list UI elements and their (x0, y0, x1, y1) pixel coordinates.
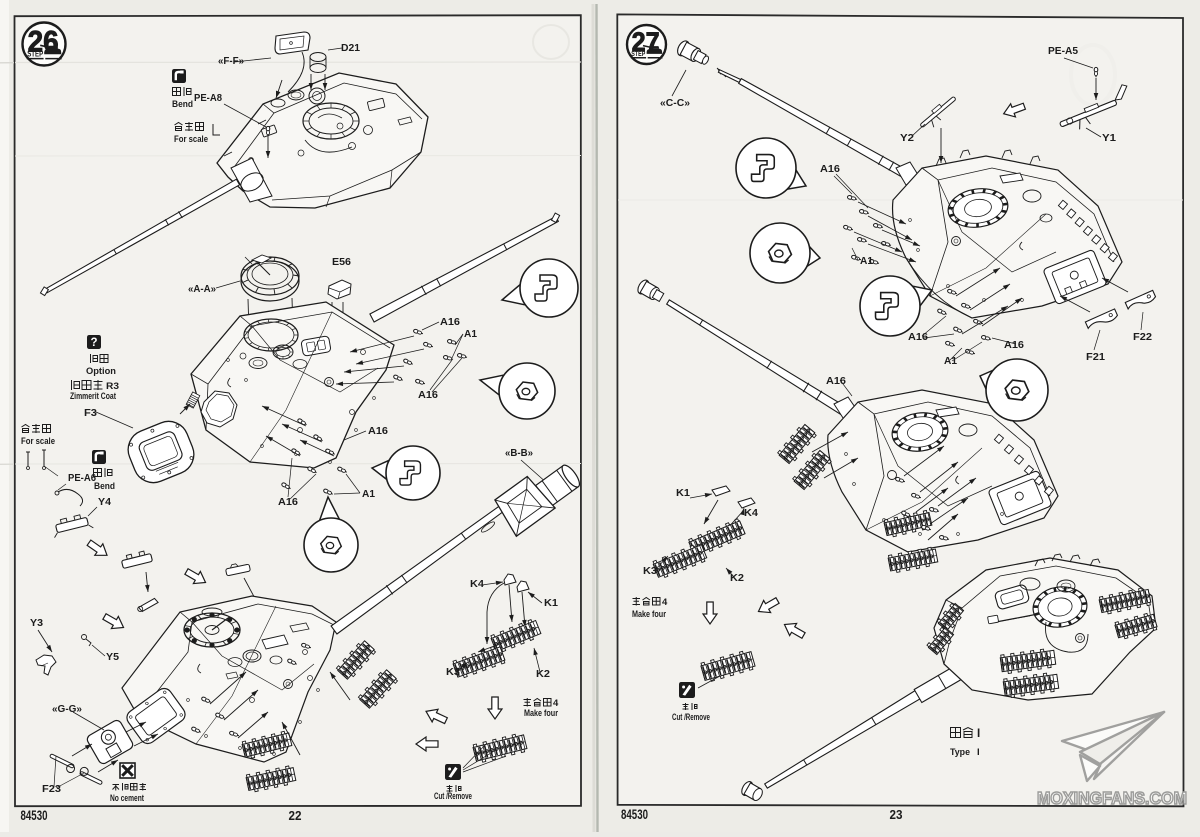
svg-text:E56: E56 (332, 256, 351, 268)
svg-text:«C-C»: «C-C» (660, 97, 690, 109)
svg-text:A16: A16 (908, 331, 928, 343)
svg-text:A16: A16 (368, 425, 388, 437)
svg-text:84530: 84530 (21, 808, 48, 823)
svg-text:A16: A16 (440, 316, 460, 328)
svg-text:K3: K3 (446, 666, 460, 678)
svg-text:A1: A1 (464, 328, 477, 340)
svg-text:Bend: Bend (94, 481, 115, 492)
svg-text:Make four: Make four (524, 708, 558, 718)
svg-text:PE-A6: PE-A6 (68, 473, 96, 484)
svg-text:Y5: Y5 (106, 651, 119, 663)
svg-text:K1: K1 (676, 487, 690, 499)
svg-text:K4: K4 (744, 507, 758, 519)
svg-text:Make four: Make four (632, 609, 666, 619)
svg-text:K2: K2 (730, 572, 744, 584)
svg-text:A16: A16 (826, 375, 846, 387)
svg-text:No cement: No cement (110, 793, 144, 803)
svg-text:Y4: Y4 (98, 496, 111, 508)
svg-text:Y1: Y1 (1102, 132, 1116, 144)
svg-text:F21: F21 (1086, 351, 1105, 363)
svg-text:Bend: Bend (172, 99, 193, 110)
svg-text:?: ? (90, 337, 97, 349)
svg-text:A1: A1 (860, 255, 873, 267)
svg-text:Y3: Y3 (30, 617, 43, 629)
svg-text:84530: 84530 (621, 807, 648, 822)
svg-text:«A-A»: «A-A» (188, 283, 216, 295)
svg-text:K3: K3 (643, 565, 657, 577)
svg-text:A16: A16 (278, 496, 298, 508)
svg-text:I: I (977, 728, 980, 740)
svg-text:22: 22 (289, 808, 302, 823)
svg-text:D21: D21 (341, 42, 360, 54)
svg-text:A1: A1 (362, 488, 375, 500)
svg-text:For scale: For scale (174, 134, 208, 145)
svg-text:K4: K4 (470, 578, 484, 590)
svg-text:F22: F22 (1133, 331, 1152, 343)
svg-text:A1: A1 (944, 355, 957, 367)
svg-text:Cut /Remove: Cut /Remove (672, 712, 710, 722)
svg-text:For scale: For scale (21, 436, 55, 447)
svg-text:Type: Type (950, 747, 970, 758)
svg-text:I: I (977, 747, 980, 758)
svg-text:«G-G»: «G-G» (52, 703, 82, 715)
svg-text:«B-B»: «B-B» (505, 447, 533, 459)
svg-text:PE-A8: PE-A8 (194, 93, 222, 104)
svg-text:A16: A16 (1004, 339, 1024, 351)
svg-text:STEP: STEP (27, 49, 43, 58)
svg-text:STEP: STEP (631, 49, 645, 58)
svg-text:F23: F23 (42, 783, 61, 795)
svg-text:23: 23 (890, 807, 903, 822)
svg-text:«F-F»: «F-F» (218, 55, 244, 67)
svg-text:K1: K1 (544, 597, 558, 609)
svg-text:A16: A16 (418, 389, 438, 401)
svg-text:Y2: Y2 (900, 132, 914, 144)
svg-text:MOXINGFANS.COM: MOXINGFANS.COM (1037, 788, 1187, 808)
svg-text:Cut /Remove: Cut /Remove (434, 791, 472, 801)
svg-text:Option: Option (86, 366, 116, 377)
svg-text:4: 4 (662, 597, 668, 608)
svg-text:PE-A5: PE-A5 (1048, 46, 1078, 57)
svg-text:F3: F3 (84, 407, 97, 419)
svg-text:A16: A16 (820, 163, 840, 175)
svg-text:Zimmerit Coat: Zimmerit Coat (70, 391, 116, 401)
svg-text:K2: K2 (536, 668, 550, 680)
